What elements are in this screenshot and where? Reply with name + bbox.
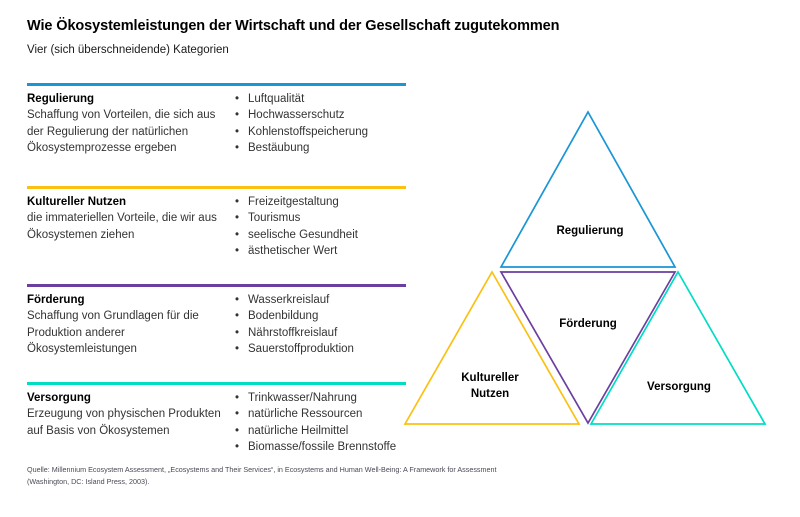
list-item: • Biomasse/fossile Brennstoffe [234, 439, 406, 455]
list-item: • Freizeitgestaltung [234, 194, 406, 210]
list-item: • Nährstoffkreislauf [234, 325, 406, 341]
bullet-icon: • [235, 244, 240, 257]
bullet-icon: • [235, 392, 240, 404]
bullet-icon: • [235, 408, 240, 421]
source-line-2: (Washington, DC: Island Press, 2003). [27, 476, 150, 486]
category-name: Kultureller Nutzen [27, 196, 127, 208]
list-item: • Wasserkreislauf [234, 292, 406, 308]
category-description: Schaffung von Vorteilen, die sich aus de… [27, 109, 216, 154]
list-item: • Kohlenstoffspeicherung [234, 124, 406, 140]
list-item: • Hochwasserschutz [234, 107, 406, 123]
category-block-versorgung: Versorgung Erzeugung von physischen Prod… [27, 382, 406, 485]
category-name: Versorgung [27, 392, 91, 404]
list-item-label: Kohlenstoffspeicherung [248, 125, 368, 138]
category-description: die immateriellen Vorteile, die wir aus … [27, 212, 217, 241]
triangle-versorgung [589, 270, 767, 425]
list-item: • natürliche Heilmittel [234, 423, 406, 439]
category-block-foerderung: Förderung Schaffung von Grundlagen für d… [27, 284, 406, 382]
triangle-kultureller-nutzen [403, 270, 581, 425]
category-examples-kultureller-nutzen: • Freizeitgestaltung • Tourismus • seelisch… [232, 194, 406, 259]
category-rule-versorgung [27, 382, 406, 385]
bullet-icon: • [235, 125, 240, 138]
list-item-label: Sauerstoffproduktion [248, 342, 354, 355]
bullet-icon: • [235, 228, 240, 241]
list-item: • Bestäubung [234, 140, 406, 156]
category-text-regulierung: Regulierung Schaffung von Vorteilen, die… [27, 91, 232, 156]
list-item: • ästhetischer Wert [234, 243, 406, 259]
category-name: Förderung [27, 294, 85, 306]
triangle-label-kultureller-nutzen-line2: Nutzen [471, 388, 509, 400]
list-item-label: Hochwasserschutz [248, 109, 345, 122]
list-item: • Tourismus [234, 210, 406, 226]
bullet-icon: • [235, 196, 240, 208]
triangle-label-foerderung: Förderung [559, 318, 617, 330]
category-block-kultureller-nutzen: Kultureller Nutzen die immateriellen Vor… [27, 186, 406, 284]
bullet-icon: • [235, 141, 240, 154]
bullet-icon: • [235, 93, 240, 105]
bullet-icon: • [235, 342, 240, 355]
category-text-versorgung: Versorgung Erzeugung von physischen Prod… [27, 390, 232, 439]
triangle-diagram: Regulierung Förderung Kultureller Nutzen… [400, 100, 780, 440]
list-item-label: Nährstoffkreislauf [248, 326, 338, 339]
list-item-label: Luftqualität [248, 93, 305, 105]
list-item-label: Wasserkreislauf [248, 294, 330, 306]
category-rule-kultureller-nutzen [27, 186, 406, 189]
list-item: • seelische Gesundheit [234, 227, 406, 243]
list-item: • Bodenbildung [234, 308, 406, 324]
category-text-foerderung: Förderung Schaffung von Grundlagen für d… [27, 292, 232, 357]
category-examples-foerderung: • Wasserkreislauf • Bodenbildung • Nährstof… [232, 292, 406, 357]
category-block-regulierung: Regulierung Schaffung von Vorteilen, die… [27, 83, 406, 186]
list-item: • natürliche Ressourcen [234, 406, 406, 422]
header: Wie Ökosystemleistungen der Wirtschaft u… [27, 18, 767, 58]
list-item: • Sauerstoffproduktion [234, 341, 406, 357]
category-text-kultureller-nutzen: Kultureller Nutzen die immateriellen Vor… [27, 194, 232, 243]
list-item-label: Freizeitgestaltung [248, 196, 339, 208]
triangle-label-versorgung: Versorgung [647, 381, 711, 393]
page-subtitle: Vier (sich überschneidende) Kategorien [27, 44, 229, 57]
triangle-regulierung [499, 110, 677, 268]
bullet-icon: • [235, 424, 240, 437]
category-rule-foerderung [27, 284, 406, 287]
category-list: Regulierung Schaffung von Vorteilen, die… [27, 83, 406, 485]
category-rule-regulierung [27, 83, 406, 86]
source-note: Quelle: Millennium Ecosystem Assessment,… [27, 464, 647, 488]
list-item-label: Biomasse/fossile Brennstoffe [248, 440, 397, 453]
list-item: • Trinkwasser/Nahrung [234, 390, 406, 406]
list-item-label: Tourismus [248, 212, 301, 225]
list-item-label: natürliche Heilmittel [248, 424, 349, 437]
triangle-label-regulierung: Regulierung [556, 225, 623, 237]
list-item-label: ästhetischer Wert [248, 244, 338, 257]
source-line-1: Quelle: Millennium Ecosystem Assessment,… [27, 465, 497, 474]
category-description: Erzeugung von physischen Produkten auf B… [27, 408, 221, 437]
page-title: Wie Ökosystemleistungen der Wirtschaft u… [27, 18, 560, 34]
category-name: Regulierung [27, 93, 95, 105]
bullet-icon: • [235, 212, 240, 225]
bullet-icon: • [235, 326, 240, 339]
bullet-icon: • [235, 109, 240, 122]
category-examples-versorgung: • Trinkwasser/Nahrung • natürliche Ressour… [232, 390, 406, 455]
bullet-icon: • [235, 294, 240, 306]
list-item-label: Bestäubung [248, 141, 310, 154]
list-item: • Luftqualität [234, 91, 406, 107]
category-description: Schaffung von Grundlagen für die Produkt… [27, 310, 199, 355]
list-item-label: seelische Gesundheit [248, 228, 358, 241]
list-item-label: Trinkwasser/Nahrung [248, 392, 357, 404]
bullet-icon: • [235, 310, 240, 323]
list-item-label: natürliche Ressourcen [248, 408, 363, 421]
triangle-foerderung [499, 271, 677, 425]
list-item-label: Bodenbildung [248, 310, 319, 323]
category-examples-regulierung: • Luftqualität • Hochwasserschutz • Kohlens… [232, 91, 406, 156]
triangle-label-kultureller-nutzen-line1: Kultureller [461, 372, 519, 384]
bullet-icon: • [235, 440, 240, 453]
